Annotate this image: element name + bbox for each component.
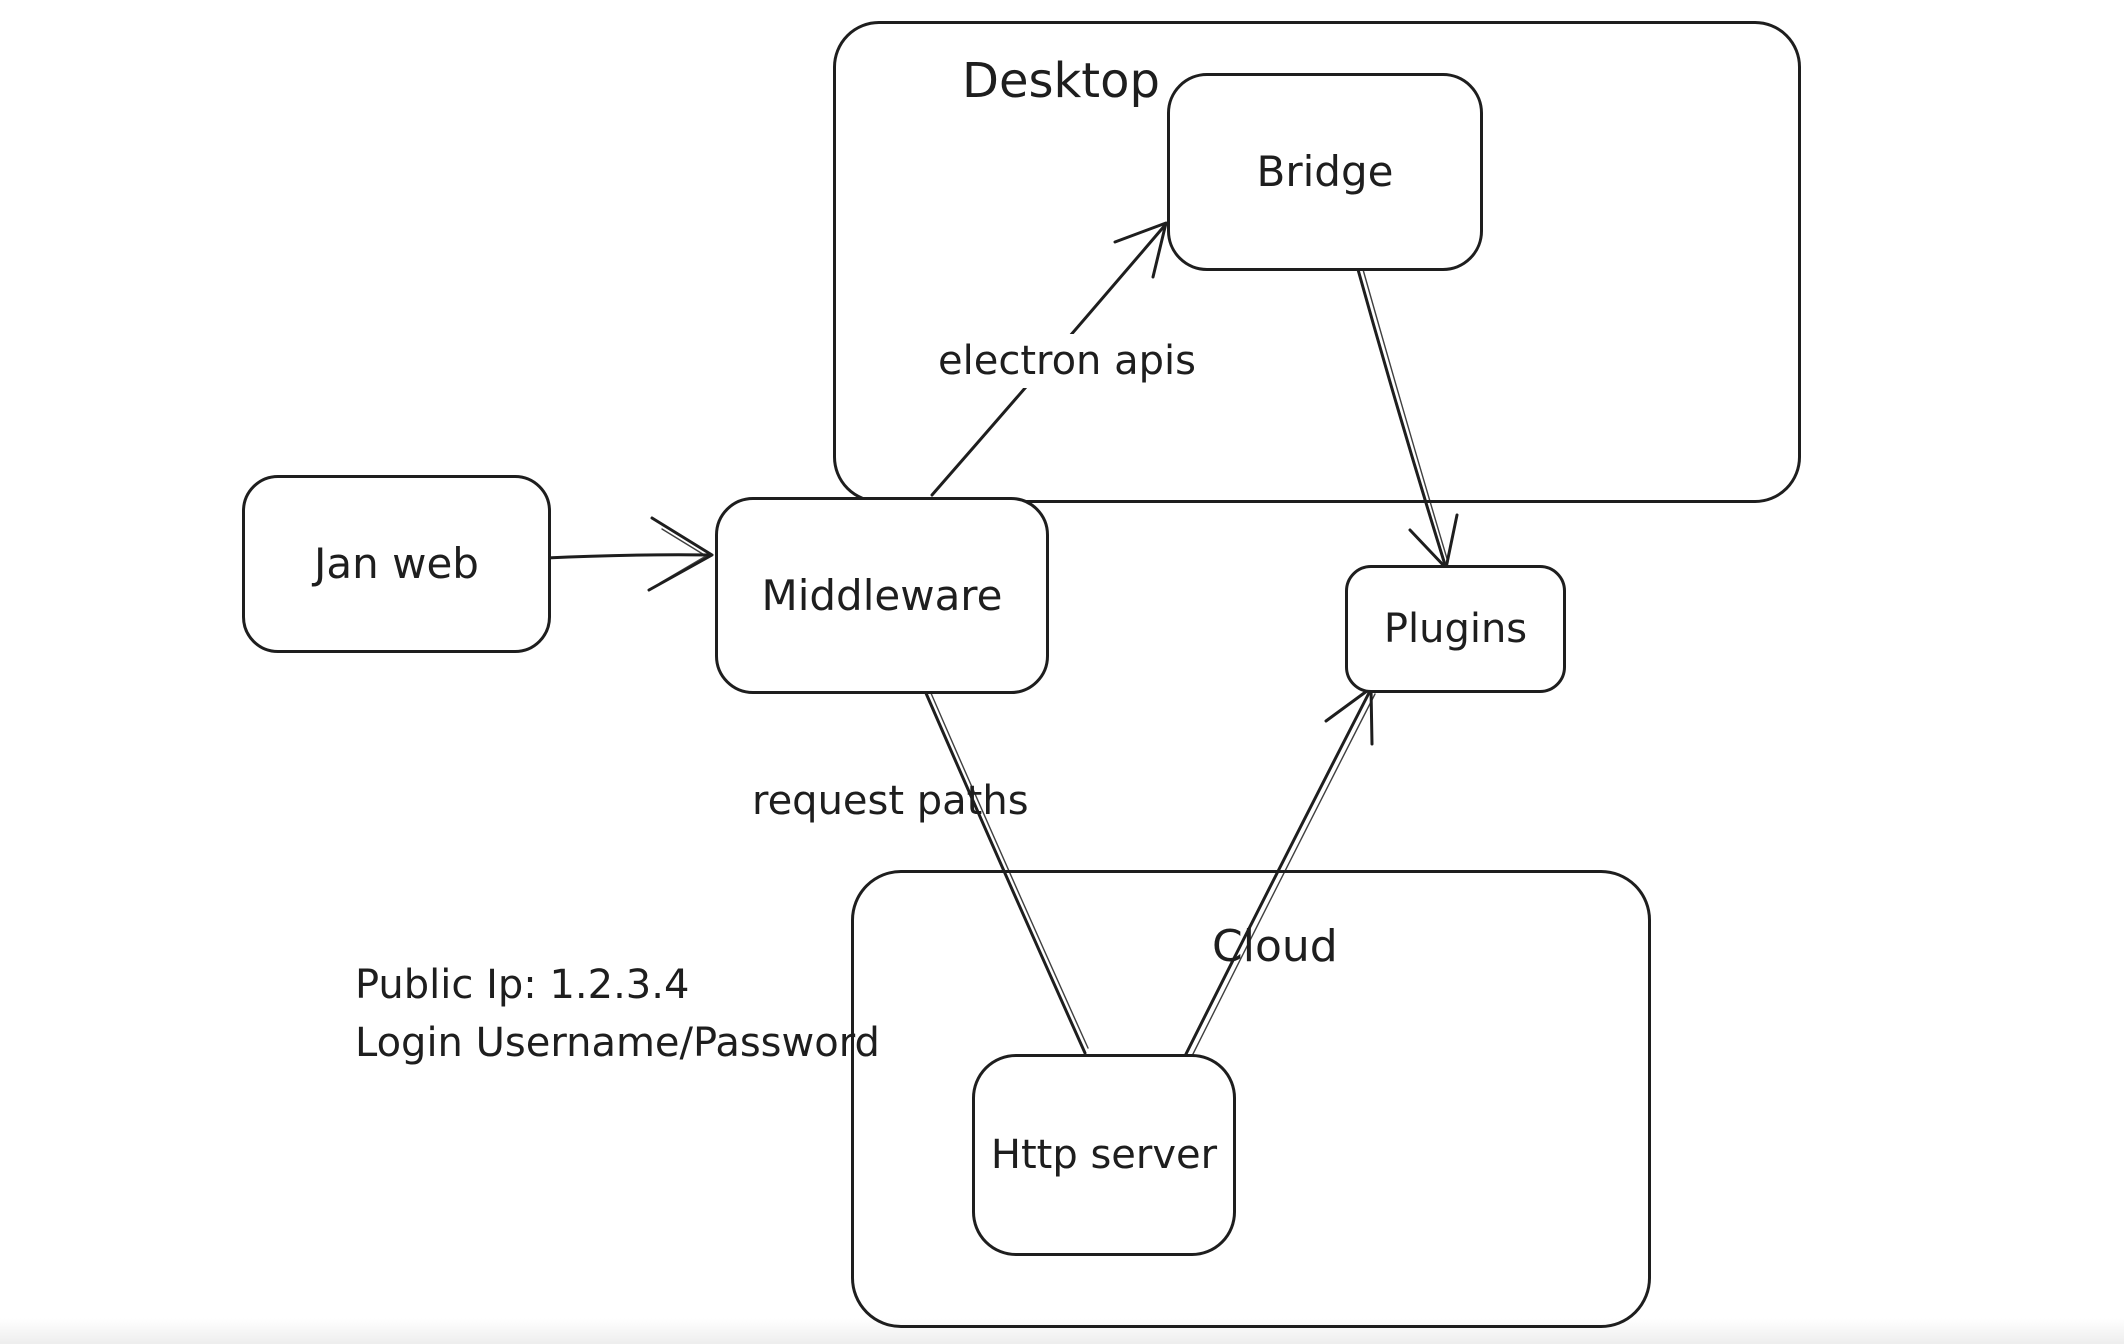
node-http-server-label: Http server: [990, 1132, 1218, 1178]
desktop-container-label: Desktop: [962, 53, 1160, 109]
edge-label-electron-apis[interactable]: electron apis: [928, 334, 1206, 388]
annotation-text[interactable]: Public Ip: 1.2.3.4 Login Username/Passwo…: [355, 956, 880, 1072]
node-jan-web-label: Jan web: [314, 539, 479, 588]
node-jan-web[interactable]: Jan web: [242, 475, 551, 653]
node-bridge[interactable]: Bridge: [1167, 73, 1483, 271]
container-cloud[interactable]: [851, 870, 1651, 1328]
node-plugins-label: Plugins: [1383, 606, 1528, 652]
edge-bridge-plugins[interactable]: [1355, 264, 1459, 570]
annotation-line-login: Login Username/Password: [355, 1020, 880, 1066]
node-middleware[interactable]: Middleware: [715, 497, 1049, 694]
container-desktop[interactable]: [833, 21, 1801, 503]
edge-httpserver-plugins[interactable]: [1184, 686, 1376, 1056]
edge-label-request-paths[interactable]: request paths: [752, 778, 1029, 824]
annotation-line-public-ip: Public Ip: 1.2.3.4: [355, 962, 690, 1008]
node-middleware-label: Middleware: [761, 570, 1003, 620]
edge-janweb-middleware[interactable]: [544, 516, 714, 592]
node-bridge-label: Bridge: [1256, 147, 1394, 196]
edge-middleware-httpserver[interactable]: [920, 682, 1089, 1055]
node-http-server[interactable]: Http server: [972, 1054, 1236, 1256]
node-plugins[interactable]: Plugins: [1345, 565, 1566, 693]
